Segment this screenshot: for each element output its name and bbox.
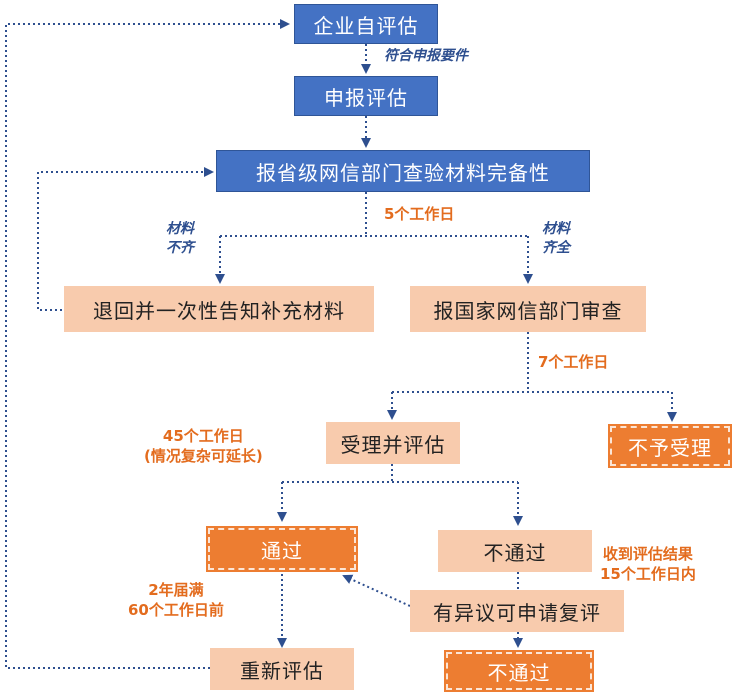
node-provincial-check: 报省级网信部门查验材料完备性 (216, 150, 590, 192)
label-materials-complete-line1: 材料 (542, 221, 570, 237)
label-seven-days: 7个工作日 (538, 353, 609, 371)
label-result-received-line2: 15个工作日内 (600, 565, 696, 584)
node-not-accepted: 不予受理 (608, 424, 732, 468)
node-accept-eval: 受理并评估 (326, 422, 460, 464)
node-declare-eval: 申报评估 (294, 76, 438, 116)
node-national-review: 报国家网信部门审查 (410, 286, 646, 332)
node-not-passed: 不通过 (438, 530, 592, 572)
label-materials-incomplete-line2: 不齐 (166, 239, 194, 256)
node-self-eval: 企业自评估 (294, 4, 438, 44)
split-accept (282, 464, 518, 483)
label-two-years-line1: 2年届满 (148, 581, 204, 599)
label-materials-complete: 材料 齐全 (542, 220, 570, 258)
label-two-years-line2: 60个工作日前 (128, 601, 224, 620)
arrow-appeal-to-passed (342, 574, 411, 607)
loop-return-to-provincial (37, 167, 214, 311)
split-national (392, 332, 672, 393)
label-result-received-line1: 收到评估结果 (602, 545, 693, 563)
label-fortyfive-days: 45个工作日 (情况复杂可延长) (144, 426, 263, 467)
label-meets-requirements: 符合申报要件 (384, 48, 468, 64)
loop-reeval-to-self (5, 19, 290, 669)
label-materials-incomplete: 材料 不齐 (166, 220, 194, 258)
node-appeal: 有异议可申请复评 (410, 590, 624, 632)
label-fortyfive-days-line1: 45个工作日 (162, 427, 244, 445)
node-re-eval: 重新评估 (210, 648, 354, 690)
label-result-received: 收到评估结果 15个工作日内 (600, 544, 696, 585)
label-fortyfive-days-line2: (情况复杂可延长) (144, 447, 263, 466)
label-two-years: 2年届满 60个工作日前 (128, 580, 224, 621)
label-materials-incomplete-line1: 材料 (166, 221, 194, 237)
node-passed: 通过 (206, 526, 358, 572)
label-five-days: 5个工作日 (384, 205, 455, 223)
node-return-supplement: 退回并一次性告知补充材料 (64, 286, 374, 332)
label-materials-complete-line2: 齐全 (542, 239, 570, 256)
node-not-passed-final: 不通过 (444, 650, 594, 692)
split-provincial (220, 192, 528, 237)
